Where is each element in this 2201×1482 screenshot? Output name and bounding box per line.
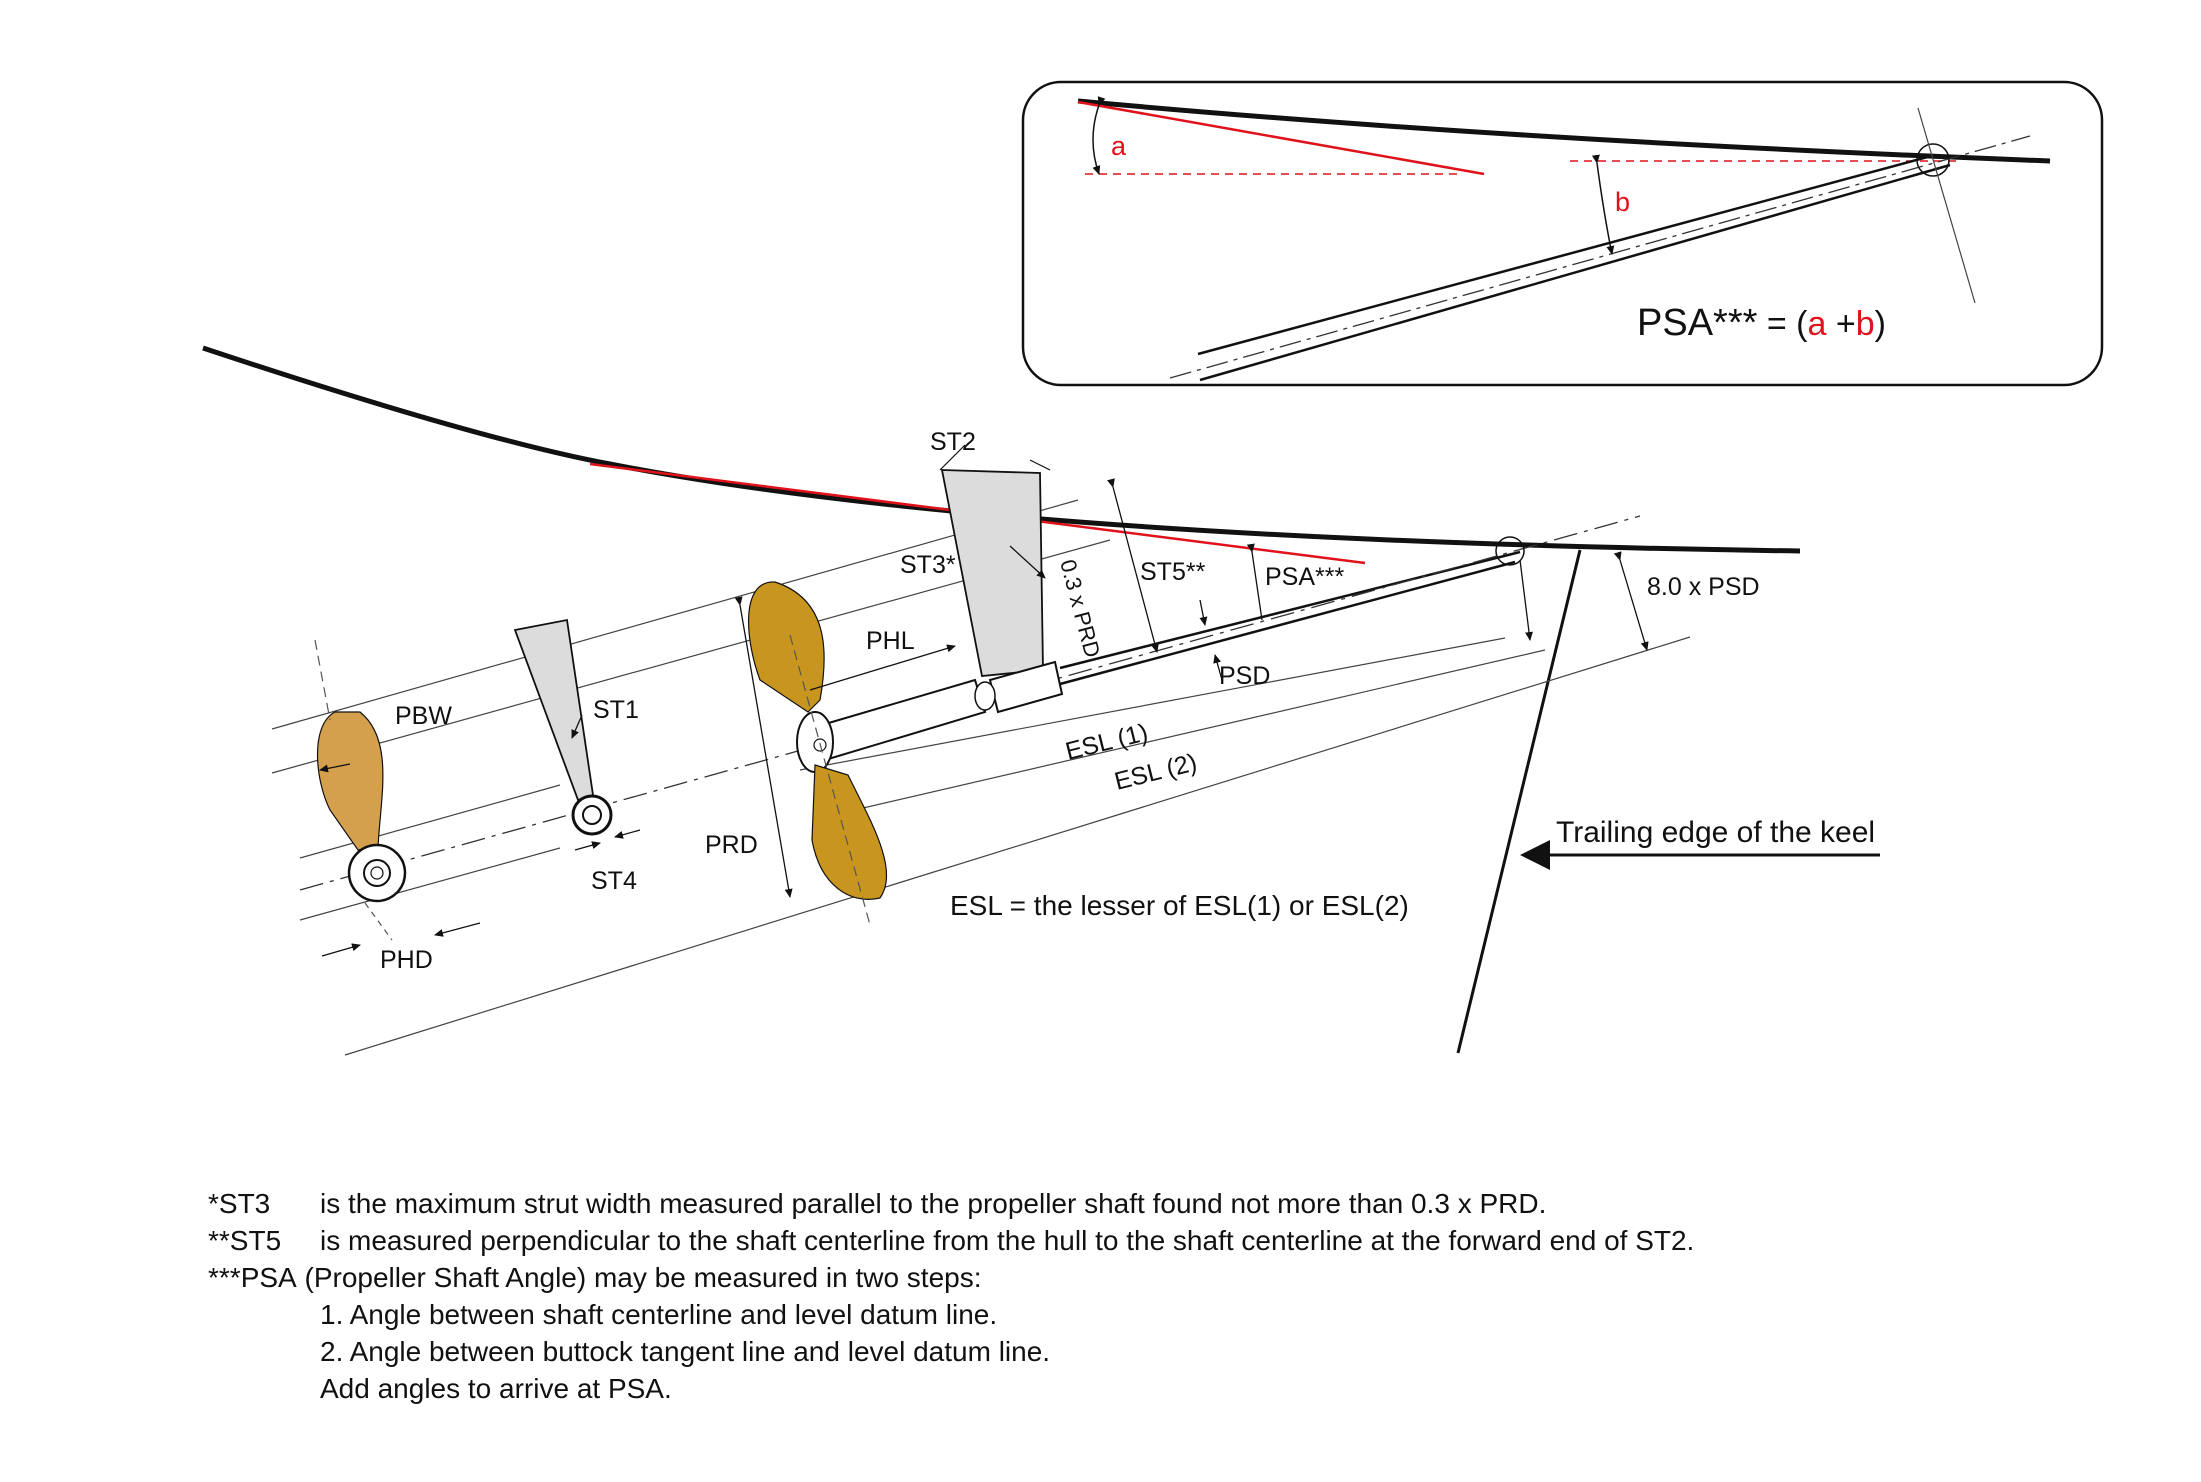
formula-plus: + [1826,305,1855,343]
label-st3: ST3* [900,551,956,579]
note-psa: ***PSA (Propeller Shaft Angle) may be me… [208,1259,2108,1296]
note-step2: 2. Angle between buttock tangent line an… [320,1336,1051,1367]
inset-shaft-bottom [1199,163,1951,382]
label-psd: PSD [1219,662,1270,690]
aft-hub-center [370,866,384,880]
strut-st1 [513,618,595,802]
angle-a-arc [1092,96,1106,175]
inset-frame [1021,80,2104,387]
propeller-blade-upper [748,581,825,713]
hub-center-mark [813,738,827,752]
phd-dim-right [434,922,481,937]
phl-dim [809,644,956,691]
st4-dim-left [574,841,601,851]
label-psd8: 8.0 x PSD [1647,573,1760,601]
ext-line-prd-bottom [344,636,1691,1056]
label-st2: ST2 [930,428,976,456]
formula-a: a [1807,305,1826,343]
note-st5: **ST5 is measured perpendicular to the s… [208,1222,2108,1259]
pbw-dim [319,763,351,773]
psd-dim-bottom [1213,654,1223,681]
formula-eq: = ( [1757,305,1808,343]
ext-line-hub-bottom [299,847,561,921]
main-prop-axis [789,634,871,926]
formula-b: b [1856,305,1875,343]
note-step3: Add angles to arrive at PSA. [320,1373,672,1404]
label-esl2: ESL (2) [1112,748,1200,795]
st2-leader-r [1029,459,1051,471]
note-st3-key: *ST3 [208,1188,271,1219]
ext-line-top [271,499,1079,730]
psd-dim-top [1199,599,1208,626]
inset-perpendicular [1917,107,1976,304]
propeller-blade-lower [811,764,888,900]
label-pbw: PBW [395,702,452,730]
note-st5-key: **ST5 [208,1225,282,1256]
psd8-dim [1613,551,1649,651]
label-st1: ST1 [593,696,639,724]
inset-tangent-line [1077,100,1485,176]
esl1-dim-line [799,637,1506,771]
label-st5: ST5** [1140,558,1206,586]
note-psa-text: (Propeller Shaft Angle) may be measured … [296,1262,982,1293]
keel-pointer-head [1520,840,1550,870]
st5-dim [1107,478,1159,653]
shaft-bottom-line [1059,560,1516,686]
aft-prop-axis [314,639,331,721]
label-prd: PRD [705,831,758,859]
formula-close: ) [1875,305,1886,343]
st1-bearing-inner [582,805,602,825]
label-phd: PHD [380,946,433,974]
inset-pivot-circle [1916,143,1950,177]
aft-prop-axis-low [364,902,393,941]
phd-dim-left [321,943,361,957]
esl1-end [1519,559,1533,641]
footnotes: *ST3 is the maximum strut width measured… [208,1185,2108,1407]
label-psa: PSA*** [1265,563,1344,591]
psa-formula: PSA*** = (a +b) [1637,302,1886,344]
label-prd-fraction: 0.3 x PRD [1055,557,1105,660]
angle-b-arc [1591,154,1615,255]
propeller-hub-body [813,678,987,762]
strut-bearing [988,660,1064,714]
note-step1: 1. Angle between shaft centerline and le… [320,1299,998,1330]
strut-st2 [940,469,1044,677]
inset-hull-line [1077,98,2051,164]
label-esl-definition: ESL = the lesser of ESL(1) or ESL(2) [950,890,1409,921]
keel-trailing-edge [1456,549,1582,1054]
note-st3-text: is the maximum strut width measured para… [320,1188,1547,1219]
propeller-blade-aft [317,711,384,851]
psa-dim [1246,543,1263,621]
psa-inset: a b PSA*** = (a +b) [1021,80,2104,387]
esl2-dim-line [819,649,1546,819]
label-keel: Trailing edge of the keel [1556,816,1875,849]
formula-main: PSA*** [1637,302,1758,344]
ext-line-hub-top [299,784,561,859]
shaft-exit-circle [1495,536,1525,566]
label-esl1: ESL (1) [1063,718,1151,765]
note-psa-key: ***PSA [208,1262,297,1293]
st3-dim [1009,545,1046,579]
angle-b-label: b [1615,187,1630,217]
angle-a-label: a [1111,131,1127,161]
inset-shaft-top [1197,153,1936,356]
hull-line [202,345,1801,554]
note-st5-text: is measured perpendicular to the shaft c… [320,1225,1695,1256]
st4-dim-right [614,829,641,839]
coupling [974,681,996,711]
inset-shaft-centerline [1169,135,2031,379]
label-st4: ST4 [591,867,637,895]
st1-dim [571,714,583,739]
note-st3: *ST3 is the maximum strut width measured… [208,1185,2108,1222]
label-phl: PHL [866,627,915,655]
prd-dim [734,596,793,898]
st2-leader [939,444,966,471]
